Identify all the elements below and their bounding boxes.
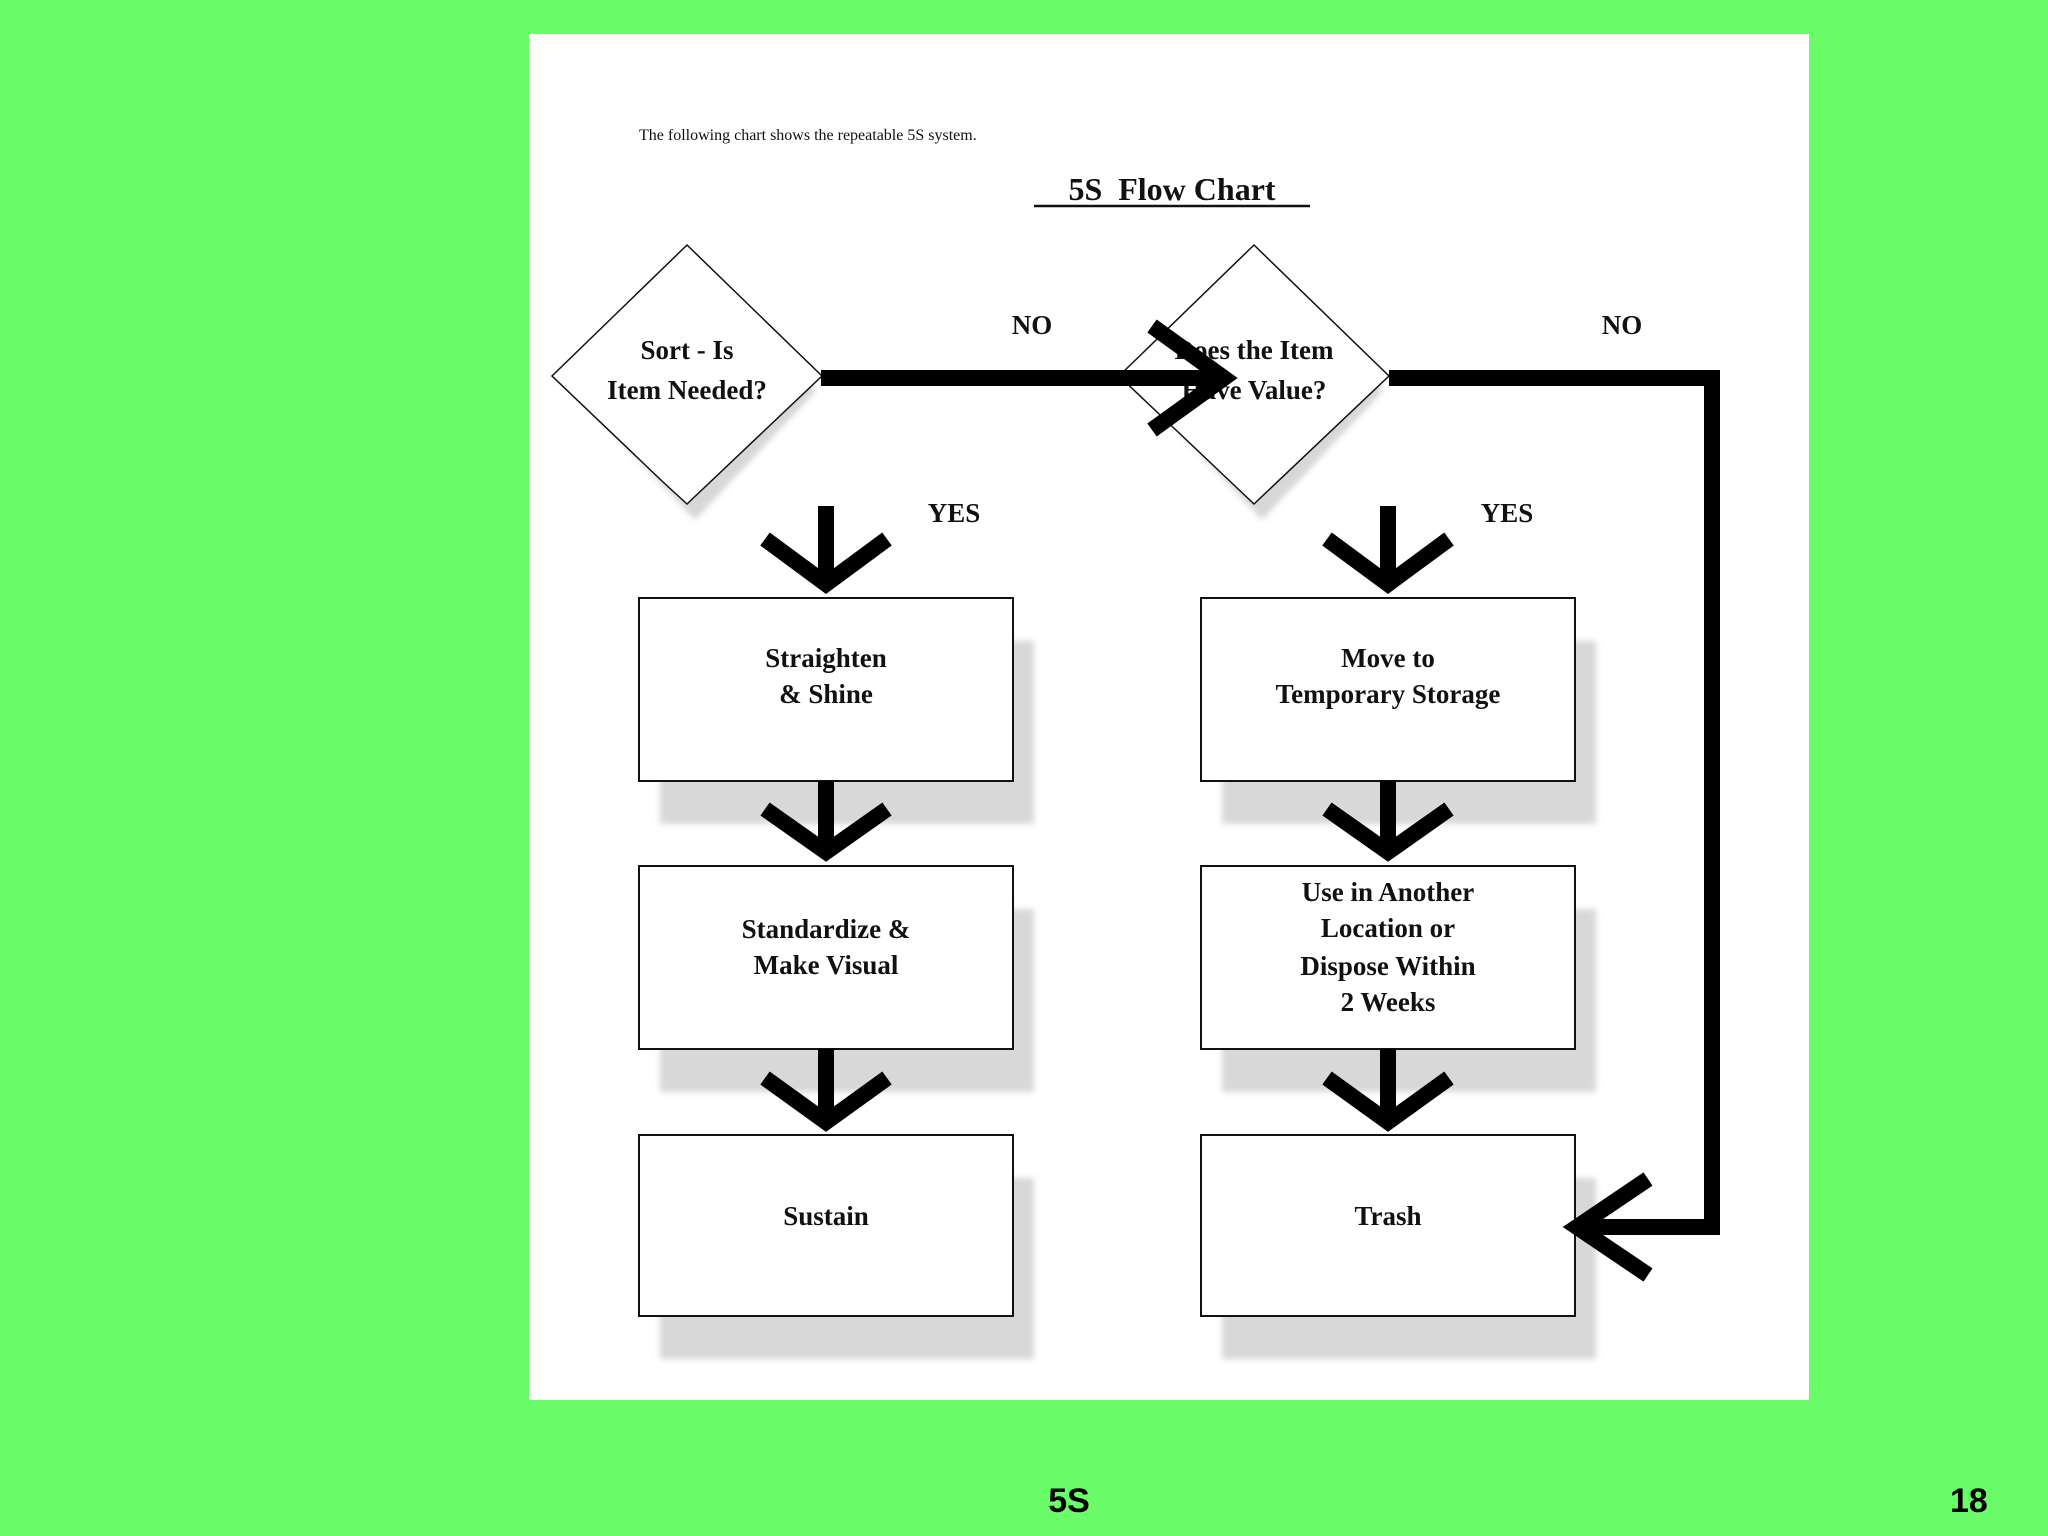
chart-title: 5S Flow Chart xyxy=(1068,171,1275,207)
value-yes-arrowhead xyxy=(1322,532,1454,594)
temporary-storage-line-1: Move to xyxy=(1341,643,1435,673)
storage-to-use-arrowhead xyxy=(1322,802,1454,862)
value-yes-label: YES xyxy=(1481,498,1534,528)
sort-no-label: NO xyxy=(1012,310,1053,340)
sort-decision-line-1: Sort - Is xyxy=(641,335,734,365)
page-number: 18 xyxy=(1950,1482,1988,1520)
connectors xyxy=(760,319,1720,1282)
straighten-line-2: & Shine xyxy=(779,679,873,709)
trash-line-1: Trash xyxy=(1354,1201,1421,1231)
value-no-label: NO xyxy=(1602,310,1643,340)
sort-yes-arrowhead xyxy=(760,532,892,594)
standardize-line-1: Standardize & xyxy=(742,914,911,944)
flowchart-diagram: The following chart shows the repeatable… xyxy=(550,127,1720,1359)
sort-decision-line-2: Item Needed? xyxy=(607,375,767,405)
sort-decision-diamond xyxy=(550,243,824,506)
value-no-arrowhead xyxy=(1562,1172,1653,1282)
footer-title: 5S xyxy=(1048,1482,1090,1520)
flowchart-panel: The following chart shows the repeatable… xyxy=(529,34,1809,1400)
temporary-storage-box xyxy=(1200,597,1576,782)
use-to-trash-arrowhead xyxy=(1322,1071,1454,1132)
intro-text: The following chart shows the repeatable… xyxy=(639,127,977,144)
use-or-dispose-line-4: 2 Weeks xyxy=(1341,987,1436,1017)
standardize-to-sustain-arrowhead xyxy=(760,1071,892,1132)
temporary-storage-line-2: Temporary Storage xyxy=(1276,679,1501,709)
straighten-line-1: Straighten xyxy=(765,643,887,673)
trash-box xyxy=(1200,1134,1576,1317)
standardize-line-2: Make Visual xyxy=(754,950,899,980)
straighten-box xyxy=(638,597,1014,782)
sort-yes-label: YES xyxy=(928,498,981,528)
use-or-dispose-box xyxy=(1200,865,1576,1050)
sustain-line-1: Sustain xyxy=(783,1201,869,1231)
use-or-dispose-line-2: Location or xyxy=(1321,913,1455,943)
standardize-box xyxy=(638,865,1014,1050)
use-or-dispose-line-1: Use in Another xyxy=(1302,877,1475,907)
sort-no-arrowhead xyxy=(1147,319,1238,437)
value-no-connector xyxy=(1389,370,1720,1235)
straighten-to-standardize-arrowhead xyxy=(760,802,892,862)
sustain-box xyxy=(638,1134,1014,1317)
use-or-dispose-line-3: Dispose Within xyxy=(1300,951,1475,981)
